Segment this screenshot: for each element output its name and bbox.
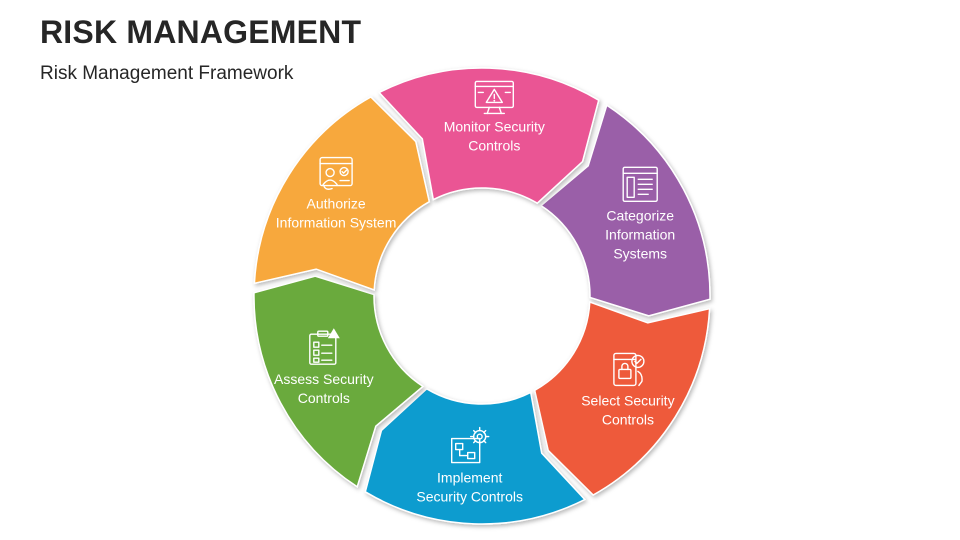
segment-label-line: Select Security (581, 392, 674, 408)
segment-monitor (377, 67, 600, 205)
segment-label-line: Controls (298, 390, 350, 406)
segment-assess (253, 275, 425, 488)
segment-label-line: Systems (613, 245, 667, 261)
segment-label-line: Controls (602, 411, 654, 427)
segment-label-line: Information System (276, 215, 397, 231)
segment-authorize (253, 96, 431, 292)
segment-label-line: Security Controls (416, 489, 523, 505)
segment-label-line: Information (605, 226, 675, 242)
segment-label-line: Implement (437, 470, 502, 486)
segment-select (533, 300, 711, 496)
segment-label-line: Assess Security (274, 371, 374, 387)
page-title: RISK MANAGEMENT (40, 14, 362, 50)
page-subtitle: Risk Management Framework (40, 63, 294, 84)
segment-label-line: Controls (468, 137, 520, 153)
segment-label-line: Categorize (606, 207, 674, 223)
segment-label-line: Monitor Security (444, 118, 545, 134)
segment-label-line: Authorize (307, 196, 366, 212)
segment-categorize (539, 104, 711, 317)
